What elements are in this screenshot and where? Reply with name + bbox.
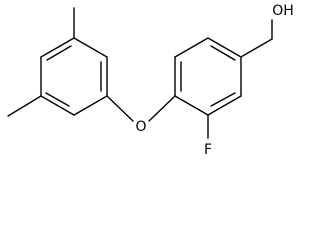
bond xyxy=(73,95,108,116)
bond xyxy=(40,37,75,58)
methyl-left-bond xyxy=(7,95,42,117)
bond xyxy=(73,37,108,58)
double-bond-inner xyxy=(210,92,236,107)
double-bond-inner xyxy=(210,45,236,61)
hydroxyl-label: OH xyxy=(272,3,294,19)
fluorophenyl-ring xyxy=(174,37,242,116)
fluorine-label: F xyxy=(204,142,212,158)
ch2-bond xyxy=(240,38,273,58)
ether-bond-left xyxy=(106,95,134,122)
bond xyxy=(207,37,242,58)
double-bond-inner xyxy=(45,92,70,107)
ether-bond-right xyxy=(148,95,176,122)
ether-oxygen-label: O xyxy=(135,119,146,135)
bond xyxy=(207,95,242,116)
bond xyxy=(174,95,209,116)
bond xyxy=(174,37,209,58)
molecule-structure: O F OH xyxy=(7,3,294,158)
bond xyxy=(40,95,75,116)
dimethylphenyl-ring xyxy=(40,37,108,116)
structure-canvas: O F OH xyxy=(7,3,294,158)
double-bond-inner xyxy=(46,45,72,61)
